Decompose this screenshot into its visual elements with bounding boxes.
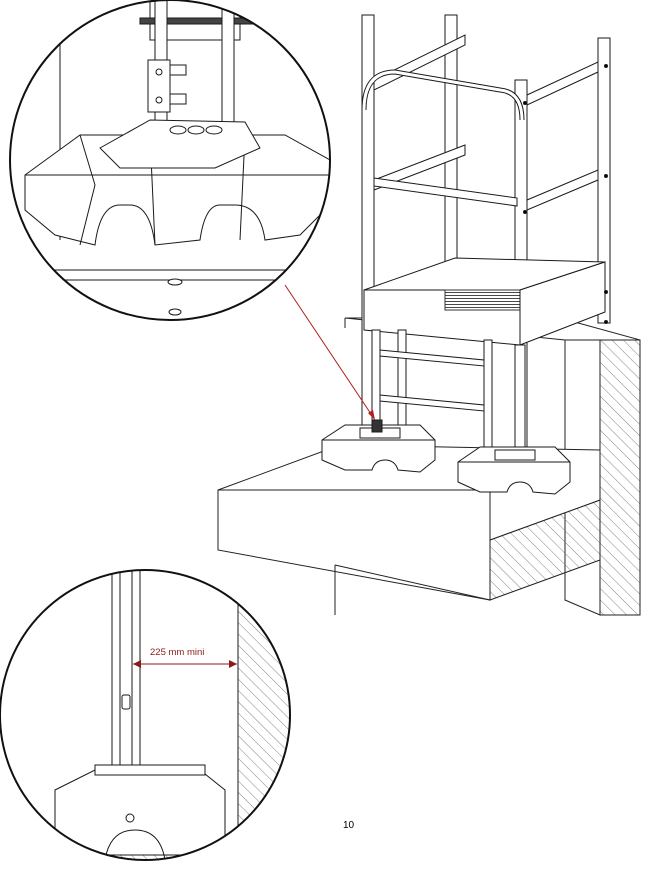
page-number: 10 [343, 820, 355, 831]
access-ladder-platform [361, 14, 611, 461]
base-foot-left [321, 419, 436, 473]
detail-circle-bottom: 225 mm mini [0, 569, 291, 861]
wall-hatched [599, 339, 641, 616]
detail-circle-top [9, 0, 331, 321]
dimension-label: 225 mm mini [150, 647, 204, 658]
concrete-structure [217, 317, 641, 616]
base-foot-right [457, 446, 571, 495]
callout-leader-line [284, 284, 376, 421]
slab-front [217, 489, 491, 601]
dimension-indicator: 225 mm mini [133, 645, 237, 668]
